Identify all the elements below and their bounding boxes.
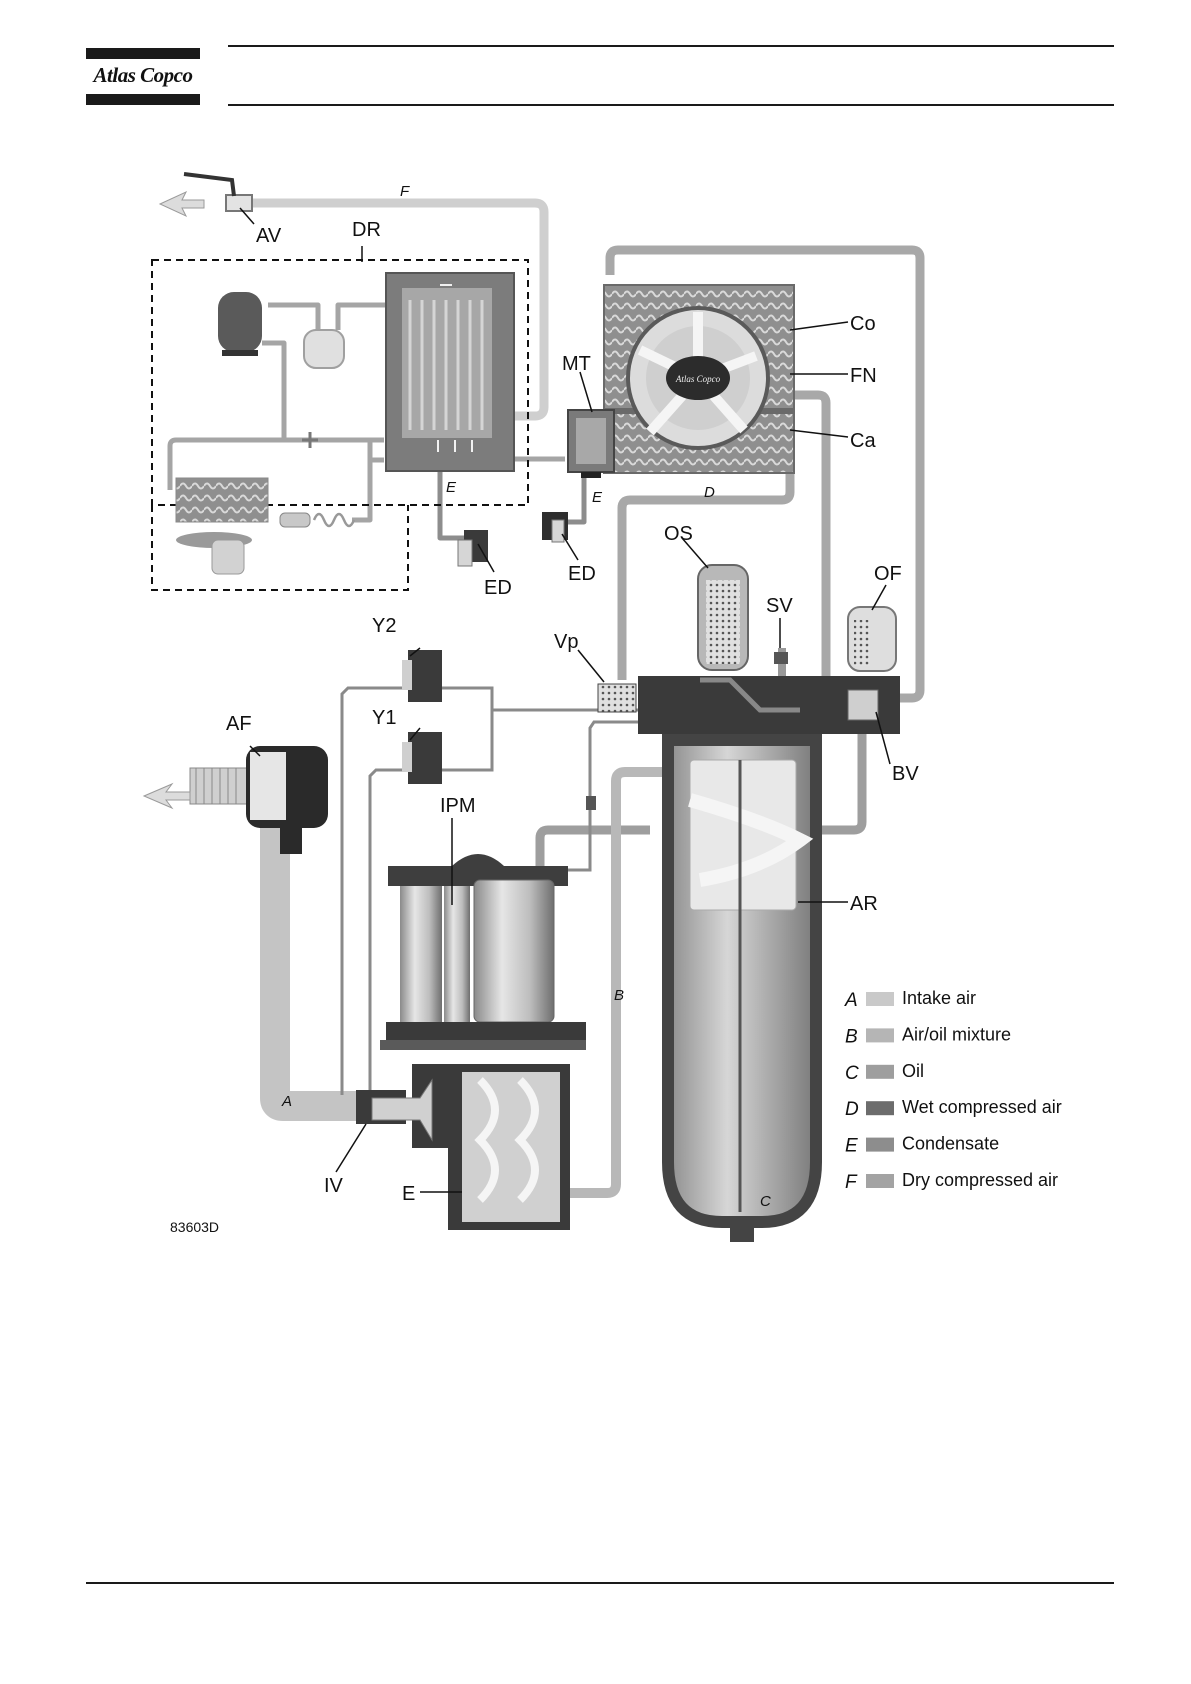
label-of: OF [874, 563, 902, 585]
legend-swatch [866, 1138, 894, 1152]
pipe-air-oil-mixture [568, 772, 668, 1193]
legend-letter: F [845, 1172, 858, 1193]
label-y1: Y1 [372, 707, 396, 729]
refrigerant-condenser [176, 478, 268, 522]
legend-label: Dry compressed air [902, 1170, 1058, 1190]
label-bv: BV [892, 763, 919, 785]
label-iv: IV [324, 1175, 344, 1197]
oil-filter [848, 607, 896, 671]
legend-letter: C [845, 1063, 859, 1084]
solenoid-valve-y1 [402, 732, 442, 784]
legend-swatch [866, 1065, 894, 1079]
label-mt: MT [562, 353, 591, 375]
legend-letter: A [844, 990, 858, 1011]
legend-item: D Wet compressed air [845, 1097, 1062, 1120]
air-filter [190, 746, 328, 854]
figure-id: 83603D [170, 1219, 219, 1235]
legend-swatch [866, 1174, 894, 1188]
air-to-air-heat-exchanger [386, 273, 514, 471]
footer-rule [86, 1582, 1114, 1584]
label-av: AV [256, 225, 282, 247]
label-co: Co [850, 313, 876, 335]
legend-swatch [866, 1101, 894, 1115]
hot-gas-bypass-valve [302, 432, 318, 448]
flow-label-e-right: E [592, 489, 603, 506]
dryer-filter [280, 513, 310, 527]
legend-item: E Condensate [845, 1134, 999, 1157]
air-receiver [668, 740, 816, 1236]
label-ed-right: ED [568, 563, 596, 585]
legend-item: C Oil [845, 1061, 924, 1084]
legend-letter: B [845, 1026, 858, 1047]
oil-separator [698, 565, 748, 670]
liquid-separator [304, 330, 344, 368]
label-af: AF [226, 713, 252, 735]
fan-logo-text: Atlas Copco [675, 374, 721, 384]
flow-label-c: C [760, 1193, 771, 1210]
label-e: E [402, 1183, 415, 1205]
condenser-fan-motor [176, 532, 252, 574]
air-inlet-arrow-icon [144, 784, 190, 808]
label-vp: Vp [554, 631, 578, 653]
legend-item: F Dry compressed air [845, 1170, 1058, 1193]
bypass-valve [848, 690, 878, 720]
legend-label: Wet compressed air [902, 1097, 1062, 1117]
label-y2: Y2 [372, 615, 396, 637]
pressure-modulation-assembly [380, 854, 586, 1050]
label-fn: FN [850, 365, 877, 387]
label-ca: Ca [850, 430, 876, 452]
flow-label-d: D [704, 484, 715, 501]
label-ipm: IPM [440, 795, 476, 817]
legend-label: Air/oil mixture [902, 1024, 1011, 1044]
moisture-trap [568, 410, 614, 478]
flow-label-f: F [400, 183, 410, 200]
compressor-element [412, 1064, 570, 1230]
electronic-drain-left [458, 530, 488, 566]
label-ar: AR [850, 893, 878, 915]
air-outlet-arrow-icon [160, 192, 204, 216]
label-dr: DR [352, 219, 381, 241]
legend-swatch [866, 1028, 894, 1042]
refrigerant-compressor [218, 292, 262, 356]
check-valve-small [586, 796, 596, 810]
flow-label-a: A [281, 1093, 292, 1110]
pipe-intake-air [275, 822, 380, 1106]
capillary-coil [314, 514, 354, 526]
legend-label: Condensate [902, 1134, 999, 1154]
flow-label-b: B [614, 987, 624, 1004]
flow-label-e-left: E [446, 479, 457, 496]
solenoid-valve-y2 [402, 650, 442, 702]
legend-letter: E [845, 1136, 858, 1157]
label-ed-left: ED [484, 577, 512, 599]
label-os: OS [664, 523, 693, 545]
legend-item: A Intake air [844, 988, 976, 1011]
legend-item: B Air/oil mixture [845, 1024, 1011, 1047]
legend-swatch [866, 992, 894, 1006]
legend-label: Intake air [902, 988, 976, 1008]
legend-letter: D [845, 1099, 859, 1120]
label-sv: SV [766, 595, 793, 617]
minimum-pressure-valve [598, 684, 636, 712]
cooling-fan: Atlas Copco [628, 308, 768, 448]
legend-label: Oil [902, 1061, 924, 1081]
